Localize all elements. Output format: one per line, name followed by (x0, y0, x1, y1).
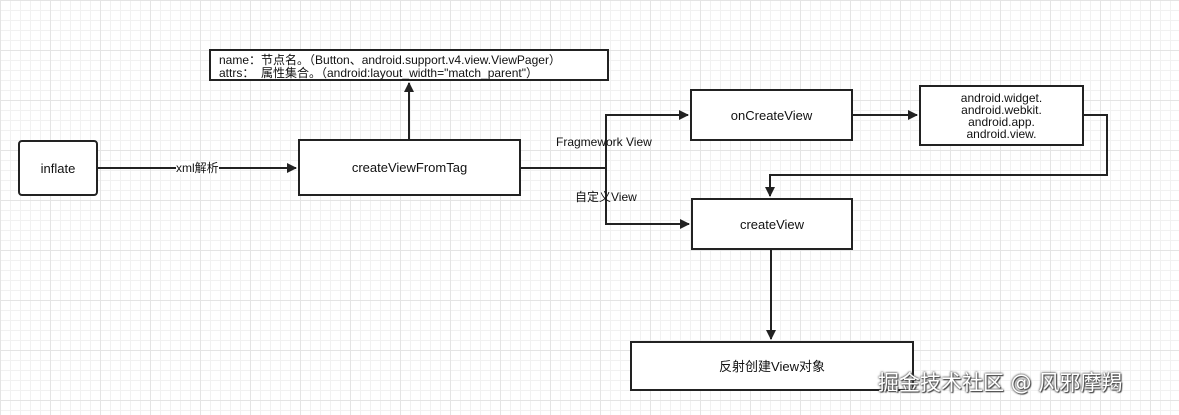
package-prefix: android.widget. (960, 90, 1043, 105)
reflect-create-label: 反射创建View对象 (719, 358, 825, 374)
edge-to-oncreateview (605, 110, 689, 168)
edge-label-framework-view: Fragmework View (556, 135, 652, 149)
package-prefix: android.app. (968, 114, 1035, 129)
package-prefix: android.webkit. (961, 102, 1042, 117)
package-prefixes-node: android.widget. android.webkit. android.… (919, 85, 1084, 146)
watermark: 掘金技术社区 @ 风邪摩羯 (878, 371, 1123, 395)
note-name-line: name：节点名。（Button、android.support.v4.view… (219, 53, 561, 67)
edge-packages-to-createview (765, 114, 1108, 197)
reflect-create-node: 反射创建View对象 (630, 341, 914, 391)
create-view-node: createView (691, 198, 853, 250)
note-attrs-line: attrs： 属性集合。（android:layout_width="match… (219, 66, 538, 80)
inflate-node: inflate (18, 140, 98, 196)
create-view-label: createView (739, 216, 805, 232)
create-view-from-tag-label: createViewFromTag (351, 160, 468, 175)
inflate-label: inflate (40, 160, 76, 176)
edge-label-custom-view: 自定义View (575, 190, 637, 204)
on-create-view-label: onCreateView (730, 107, 813, 123)
create-view-from-tag-node: createViewFromTag (298, 139, 521, 196)
package-prefix: android.view. (966, 126, 1037, 141)
edge-label-xml-parse: xml解析 (176, 161, 219, 175)
on-create-view-node: onCreateView (690, 89, 853, 141)
edge-to-createview (605, 168, 690, 229)
tag-info-note: name：节点名。（Button、android.support.v4.view… (209, 49, 609, 81)
